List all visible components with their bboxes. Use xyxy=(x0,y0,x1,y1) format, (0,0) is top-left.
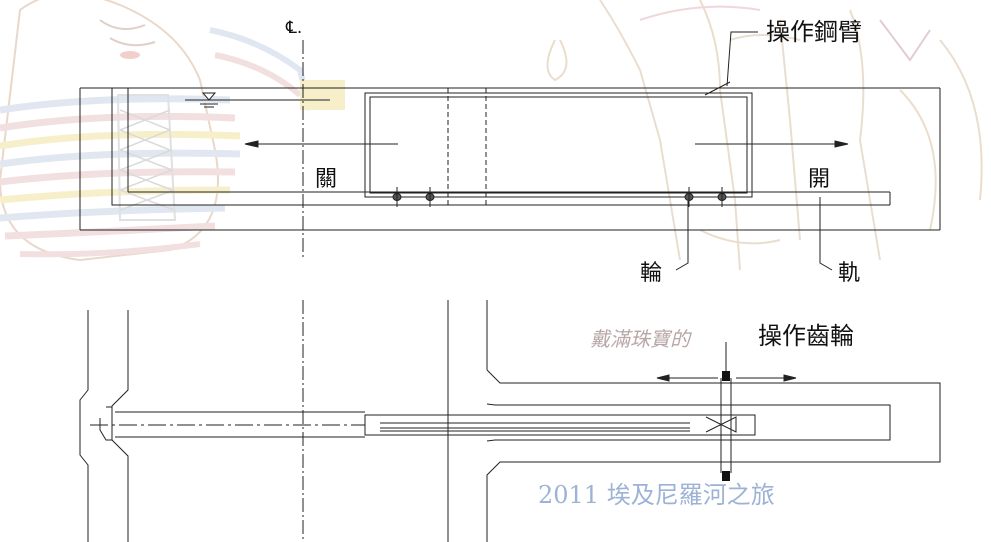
rail-label: 軌 xyxy=(838,261,860,286)
elevation-view xyxy=(79,40,941,260)
operating-gear-label: 操作齒輪 xyxy=(758,322,854,350)
leader-lines xyxy=(675,31,833,271)
close-label: 關 xyxy=(315,167,337,192)
camel-figure xyxy=(546,0,983,271)
open-label: 開 xyxy=(808,167,830,192)
wheels xyxy=(392,187,727,207)
plan-view xyxy=(79,300,941,542)
centerline-label: ℄. xyxy=(285,18,302,38)
wheel-icon xyxy=(392,187,402,207)
operating-gear xyxy=(656,342,797,481)
wheel-icon xyxy=(684,187,694,207)
watermark-handwritten: 戴滿珠寶的 xyxy=(590,327,692,351)
wheel-icon xyxy=(425,187,435,207)
direction-arrows xyxy=(244,140,849,148)
operating-arm-label: 操作鋼臂 xyxy=(766,18,862,46)
wheel-label: 輪 xyxy=(640,261,662,286)
wheel-icon xyxy=(717,187,727,207)
pharaoh-figure xyxy=(0,0,345,262)
watermark-caption: 2011 埃及尼羅河之旅 xyxy=(538,481,775,509)
